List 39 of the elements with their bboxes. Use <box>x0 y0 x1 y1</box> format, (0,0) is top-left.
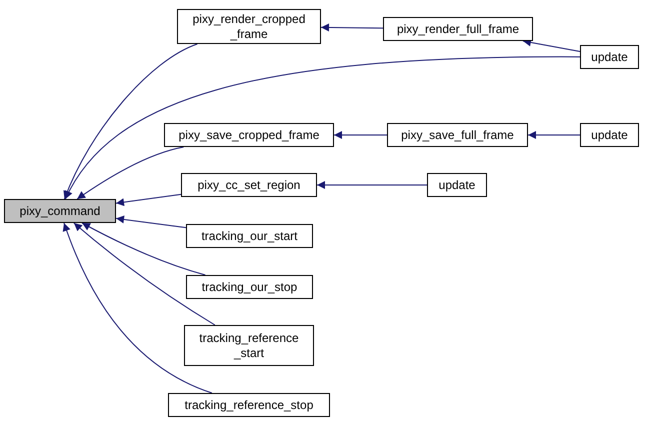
function-name: tracking_reference _start <box>198 330 300 360</box>
function-name: update <box>591 50 628 64</box>
arrow <box>63 222 212 394</box>
arrow <box>64 56 580 200</box>
function-box <box>580 123 639 147</box>
function-name: tracking_our_stop <box>202 280 298 294</box>
arrow <box>334 131 388 139</box>
arrow <box>116 215 186 228</box>
function-name: pixy_save_full_frame <box>401 128 514 142</box>
arrow <box>320 23 384 32</box>
function-box <box>168 393 330 417</box>
arrow <box>73 222 216 326</box>
arrow <box>64 44 198 200</box>
function-box <box>177 9 321 44</box>
function-name: update <box>438 178 476 192</box>
function-box <box>181 173 317 197</box>
function-box <box>186 275 313 299</box>
function-name: pixy_command <box>20 204 100 218</box>
function-box <box>580 45 639 69</box>
arrow <box>528 131 580 139</box>
function-name: pixy_render_cropped _frame <box>192 12 306 42</box>
function-name: pixy_save_cropped_frame <box>178 128 320 142</box>
function-name: pixy_cc_set_region <box>198 178 300 192</box>
function-box <box>427 173 487 197</box>
function-name: pixy_render_full_frame <box>396 22 520 36</box>
arrow <box>522 38 580 52</box>
function-box <box>184 325 314 366</box>
function-box <box>383 17 533 41</box>
arrow <box>76 146 184 200</box>
function-name: tracking_our_start <box>201 228 298 244</box>
function-box <box>4 199 116 223</box>
arrow <box>116 194 182 206</box>
arrow <box>82 222 206 276</box>
function-name: update <box>591 128 628 142</box>
function-name: tracking_reference_stop <box>184 398 314 412</box>
function-box <box>186 224 313 248</box>
arrow <box>316 181 428 189</box>
function-box <box>387 123 528 147</box>
function-box <box>164 123 334 147</box>
